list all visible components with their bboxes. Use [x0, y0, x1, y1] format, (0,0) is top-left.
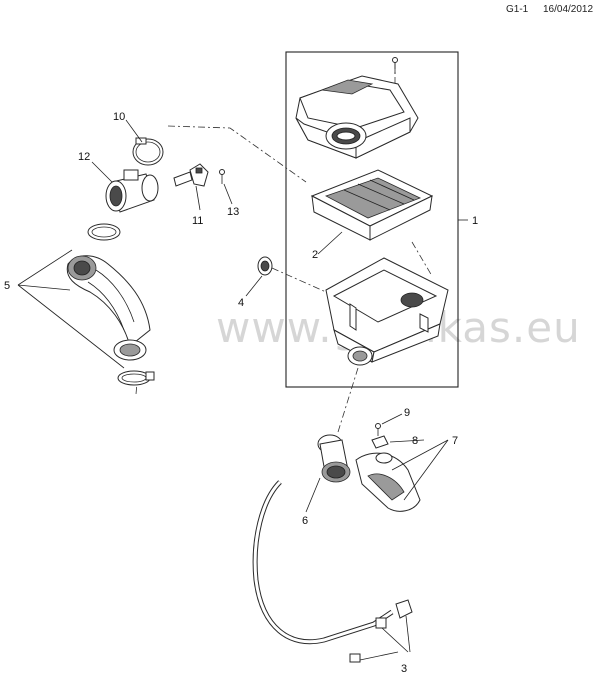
callout-10: 10 — [113, 111, 125, 123]
air-cleaner-housing — [325, 257, 449, 366]
screw-upper — [375, 423, 381, 436]
grommet — [257, 256, 273, 276]
callout-4: 4 — [238, 297, 244, 309]
callout-8: 8 — [412, 435, 418, 447]
callout-13: 13 — [227, 206, 239, 218]
callout-7: 7 — [452, 435, 458, 447]
callout-1: 1 — [472, 215, 478, 227]
leader-lines — [17, 119, 468, 661]
callout-2: 2 — [312, 249, 318, 261]
sensor-connector — [173, 163, 209, 187]
callout-3: 3 — [401, 663, 407, 675]
resonator-hose — [317, 434, 351, 483]
diagram-date: 16/04/2012 — [543, 4, 594, 15]
clamp-upper — [132, 137, 164, 166]
callout-11: 11 — [192, 215, 203, 227]
air-inlet-duct — [355, 452, 421, 512]
filter-element — [310, 169, 434, 241]
clip — [371, 435, 389, 449]
callout-5: 5 — [4, 280, 10, 292]
air-cleaner-cover — [295, 57, 419, 159]
diagram-code: G1-1 — [506, 4, 529, 15]
callout-9: 9 — [404, 407, 410, 419]
callout-11-12: 12 — [78, 151, 90, 163]
vent-hose — [252, 480, 413, 663]
mass-air-flow-sensor — [105, 169, 159, 213]
intake-duct — [66, 223, 155, 386]
callout-6: 6 — [302, 515, 308, 527]
screw — [219, 169, 225, 184]
assembly-frame — [285, 51, 459, 388]
